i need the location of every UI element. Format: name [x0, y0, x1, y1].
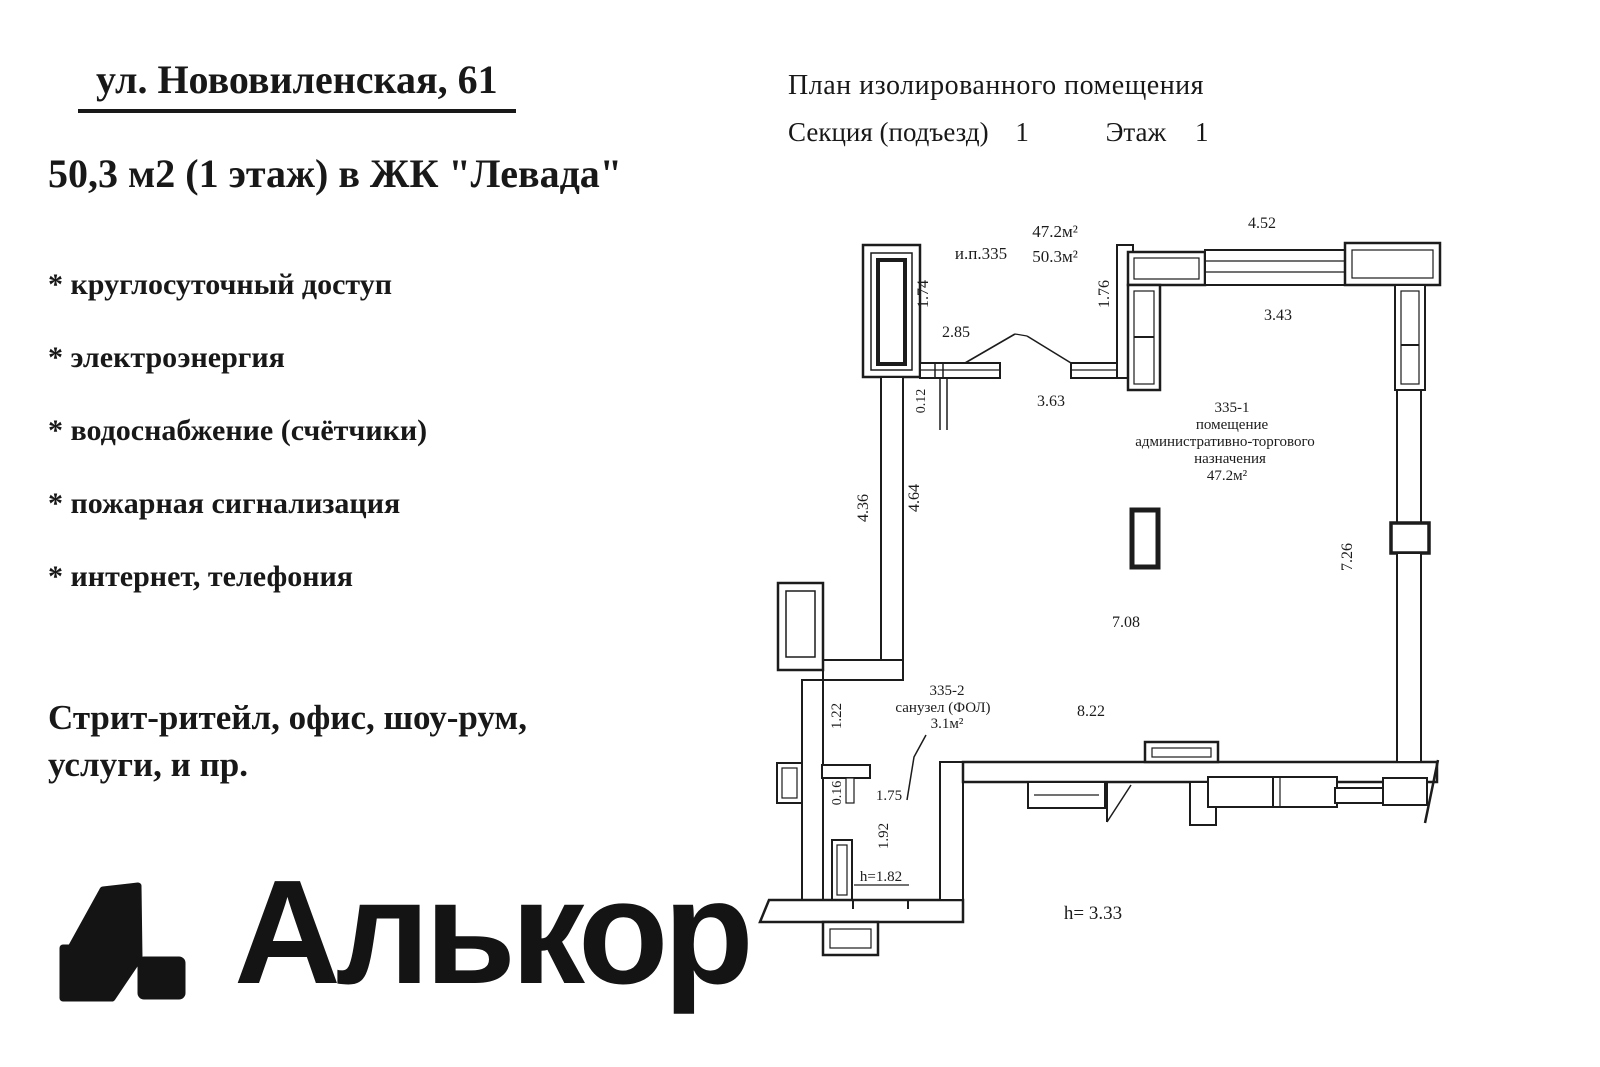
height-wc: h=1.82 — [860, 869, 902, 885]
section-label: Секция (подъезд) — [788, 117, 989, 147]
feature-item: * интернет, телефония — [48, 560, 354, 593]
plan-subheader: Секция (подъезд) 1 Этаж 1 — [788, 117, 1208, 148]
dim-1-22: 1.22 — [829, 703, 845, 729]
floor-plan-drawing: и.п.335 47.2м² 50.3м² 4.52 3.43 1.74 2.8… — [758, 215, 1442, 957]
usage-line: услуги, и пр. — [48, 745, 248, 784]
plan-labels: и.п.335 47.2м² 50.3м² 4.52 3.43 1.74 2.8… — [829, 215, 1356, 924]
feature-item: * электроэнергия — [48, 341, 285, 374]
total-area: 50.3м² — [1032, 247, 1078, 266]
company-logo: Алькор — [55, 850, 754, 1015]
floor-plan: и.п.335 47.2м² 50.3м² 4.52 3.43 1.74 2.8… — [735, 195, 1455, 975]
unit-area: 47.2м² — [1032, 222, 1078, 241]
walls — [758, 241, 1442, 957]
room-wc-name: санузел (ФОЛ) — [895, 700, 990, 716]
dim-4-52: 4.52 — [1248, 215, 1276, 232]
usage-line: Стрит-ритейл, офис, шоу-рум, — [48, 698, 527, 737]
feature-list: * круглосуточный доступ * электроэнергия… — [48, 268, 427, 633]
dim-0-12: 0.12 — [914, 389, 929, 414]
logo-text: Алькор — [234, 850, 754, 1015]
feature-item: * водоснабжение (счётчики) — [48, 414, 428, 447]
room-wc-area: 3.1м² — [931, 716, 964, 732]
dim-1-75: 1.75 — [876, 788, 902, 804]
dim-8-22: 8.22 — [1077, 703, 1105, 720]
dim-2-85: 2.85 — [942, 324, 970, 341]
room-main-line1: помещение — [1196, 417, 1269, 433]
floor-value: 1 — [1194, 117, 1209, 147]
dim-1-92: 1.92 — [876, 823, 892, 849]
plan-title: План изолированного помещения — [788, 70, 1205, 101]
floor-label: Этаж — [1105, 117, 1167, 147]
logo-mark-icon — [59, 882, 186, 1002]
dim-3-43: 3.43 — [1264, 307, 1292, 324]
room-main-area: 47.2м² — [1207, 468, 1248, 484]
unit-label: и.п.335 — [955, 244, 1007, 263]
page-title: ул. Нововиленская, 61 — [78, 56, 516, 113]
dim-4-36: 4.36 — [855, 494, 872, 522]
feature-item: * круглосуточный доступ — [48, 268, 393, 301]
room-wc-number: 335-2 — [930, 683, 965, 699]
dim-4-64: 4.64 — [906, 484, 923, 512]
dim-3-63: 3.63 — [1037, 393, 1065, 410]
dim-0-16: 0.16 — [830, 781, 845, 806]
address-text: ул. Нововиленская, 61 — [78, 56, 516, 113]
feature-item: * пожарная сигнализация — [48, 487, 401, 520]
dim-1-76: 1.76 — [1096, 280, 1113, 308]
dim-1-74: 1.74 — [915, 280, 932, 308]
room-main-line2: административно-торгового — [1135, 434, 1315, 450]
room-main-number: 335-1 — [1215, 400, 1250, 416]
dim-7-26: 7.26 — [1339, 543, 1356, 571]
usage-text: Стрит-ритейл, офис, шоу-рум, услуги, и п… — [48, 694, 527, 788]
listing-subtitle: 50,3 м2 (1 этаж) в ЖК "Левада" — [48, 151, 623, 196]
room-main-line3: назначения — [1194, 451, 1266, 467]
height-main: h= 3.33 — [1064, 903, 1122, 924]
dim-7-08: 7.08 — [1112, 614, 1140, 631]
section-value: 1 — [1015, 117, 1029, 147]
